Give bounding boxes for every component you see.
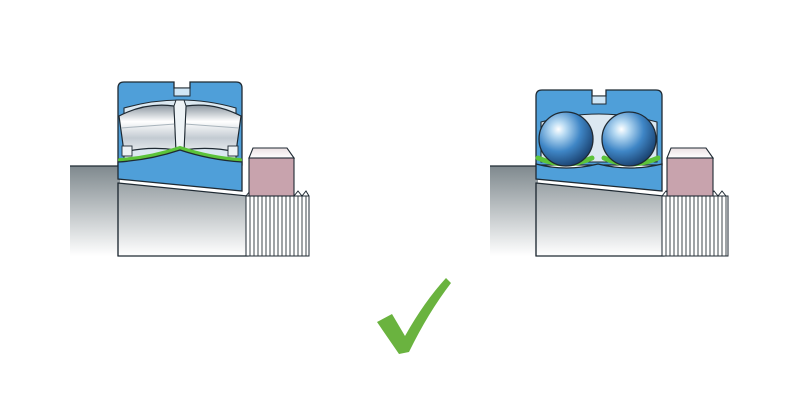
left-roller-row-2	[183, 104, 242, 153]
right-shaft	[490, 166, 538, 256]
right-thread	[661, 190, 729, 257]
left-grease-layer	[118, 145, 242, 162]
left-thread	[245, 190, 310, 257]
left-cage-lug-2	[227, 145, 239, 157]
left-lock-nut	[248, 147, 296, 197]
checkmark-icon	[377, 278, 451, 354]
left-inner-ring	[117, 149, 243, 192]
right-inner-ring	[535, 163, 663, 192]
right-lock-nut	[666, 147, 715, 197]
right-bearing-assembly	[490, 89, 729, 257]
left-bearing-assembly	[70, 81, 310, 257]
right-adapter-sleeve	[535, 182, 665, 257]
left-adapter-sleeve	[117, 182, 249, 257]
left-roller-row-1	[118, 104, 177, 153]
left-shaft	[70, 166, 120, 256]
left-cage	[173, 99, 187, 151]
left-cage-lug-1	[121, 145, 133, 157]
right-ball-row-1	[538, 111, 594, 167]
right-ball-row-2	[601, 111, 657, 167]
